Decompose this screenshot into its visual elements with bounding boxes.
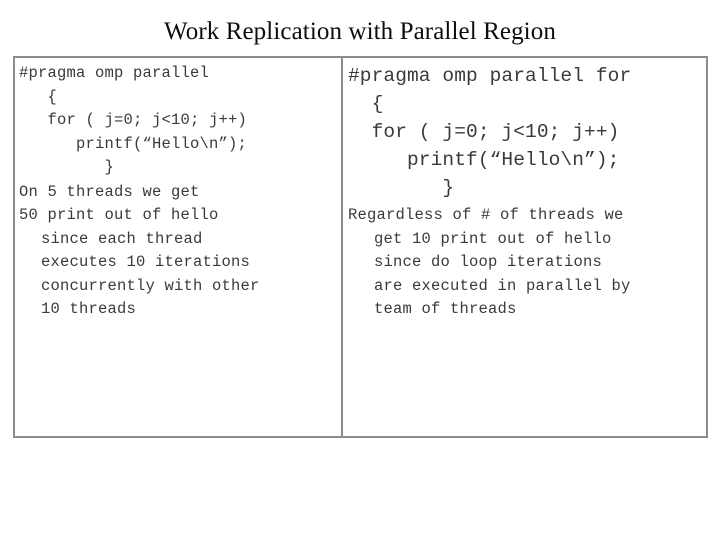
left-code-block: #pragma omp parallel { for ( j=0; j<10; …	[19, 62, 337, 180]
left-note-line: executes 10 iterations	[41, 253, 251, 271]
right-code-line: for ( j=0; j<10; j++)	[348, 121, 620, 143]
right-code-line: {	[348, 93, 384, 115]
left-note-line: since each thread	[41, 229, 203, 248]
right-code-block: #pragma omp parallel for { for ( j=0; j<…	[348, 62, 704, 202]
left-code-line: printf(“Hello\n”);	[19, 134, 248, 153]
left-code-line: {	[19, 87, 58, 106]
right-note-line: get 10 print out of hello	[374, 229, 612, 248]
comparison-table: #pragma omp parallel { for ( j=0; j<10; …	[13, 56, 708, 438]
right-note-line: since do loop iterations	[374, 253, 603, 271]
left-code-line: }	[19, 158, 115, 176]
right-code-line: printf(“Hello\n”);	[348, 149, 620, 171]
right-note-line: are executed in parallel by	[374, 276, 631, 295]
table-cell-parallel-region: #pragma omp parallel { for ( j=0; j<10; …	[15, 58, 343, 436]
left-code-line: for ( j=0; j<10; j++)	[19, 111, 248, 129]
left-note-block: On 5 threads we get 50 print out of hello…	[19, 181, 337, 322]
right-note-line: team of threads	[374, 300, 517, 318]
right-code-line: }	[348, 177, 455, 199]
table-cell-parallel-for: #pragma omp parallel for { for ( j=0; j<…	[343, 58, 706, 436]
left-note-line: concurrently with other	[41, 276, 260, 295]
page-title: Work Replication with Parallel Region	[164, 18, 556, 45]
right-note-block: Regardless of # of threads we get 10 prin…	[348, 204, 704, 322]
right-note-line: Regardless of # of threads we	[348, 206, 624, 224]
left-note-line: On 5 threads we get	[19, 182, 200, 201]
left-code-line: #pragma omp parallel	[19, 64, 210, 82]
left-note-line: 10 threads	[41, 300, 137, 318]
left-note-line: 50 print out of hello	[19, 206, 219, 224]
right-code-line: #pragma omp parallel for	[348, 65, 632, 87]
